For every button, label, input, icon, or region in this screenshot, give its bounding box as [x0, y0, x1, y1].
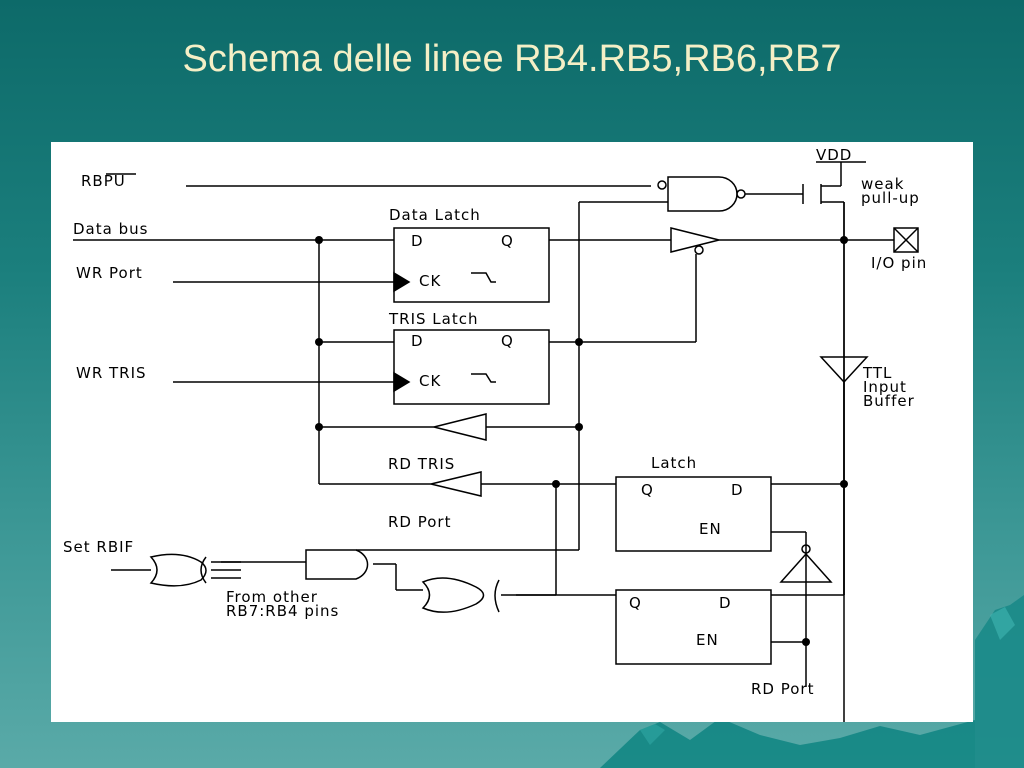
- tris-latch-ck: CK: [419, 372, 441, 390]
- signal-set-rbif: Set RBIF: [63, 538, 134, 556]
- circuit-diagram: RBPU Data bus WR Port WR TRIS Data Latch…: [51, 142, 973, 722]
- signal-rd-tris: RD TRIS: [388, 455, 455, 473]
- data-latch-d: D: [411, 232, 424, 250]
- tris-latch-d: D: [411, 332, 424, 350]
- latch2-q: Q: [629, 594, 642, 612]
- latch2-en: EN: [696, 631, 719, 649]
- signal-rd-port: RD Port: [388, 513, 451, 531]
- signal-wr-port: WR Port: [76, 264, 143, 282]
- ttl-label-2: Input: [863, 378, 907, 396]
- data-latch-q: Q: [501, 232, 514, 250]
- data-latch-ck: CK: [419, 272, 441, 290]
- latch-q: Q: [641, 481, 654, 499]
- latch-d: D: [731, 481, 744, 499]
- latch2-d: D: [719, 594, 732, 612]
- signal-rbpu: RBPU: [81, 172, 126, 190]
- signal-from-other-1: From other: [226, 588, 318, 606]
- weak-pullup-1: weak: [861, 175, 904, 193]
- signal-vdd: VDD: [816, 146, 852, 164]
- latch-en: EN: [699, 520, 722, 538]
- signal-from-other-2: RB7:RB4 pins: [226, 602, 339, 620]
- ttl-label-3: Buffer: [863, 392, 915, 410]
- signal-data-bus: Data bus: [73, 220, 148, 238]
- weak-pullup-2: pull-up: [861, 189, 920, 207]
- signal-wr-tris: WR TRIS: [76, 364, 147, 382]
- latch-title: Latch: [651, 454, 697, 472]
- data-latch-title: Data Latch: [389, 206, 481, 224]
- ttl-label-1: TTL: [862, 364, 892, 382]
- circuit-svg: RBPU Data bus WR Port WR TRIS Data Latch…: [63, 146, 927, 722]
- signal-io-pin: I/O pin: [871, 254, 927, 272]
- tris-latch-title: TRIS Latch: [388, 310, 478, 328]
- tris-latch-q: Q: [501, 332, 514, 350]
- signal-rd-port-bottom: RD Port: [751, 680, 814, 698]
- slide-title: Schema delle linee RB4.RB5,RB6,RB7: [182, 38, 842, 80]
